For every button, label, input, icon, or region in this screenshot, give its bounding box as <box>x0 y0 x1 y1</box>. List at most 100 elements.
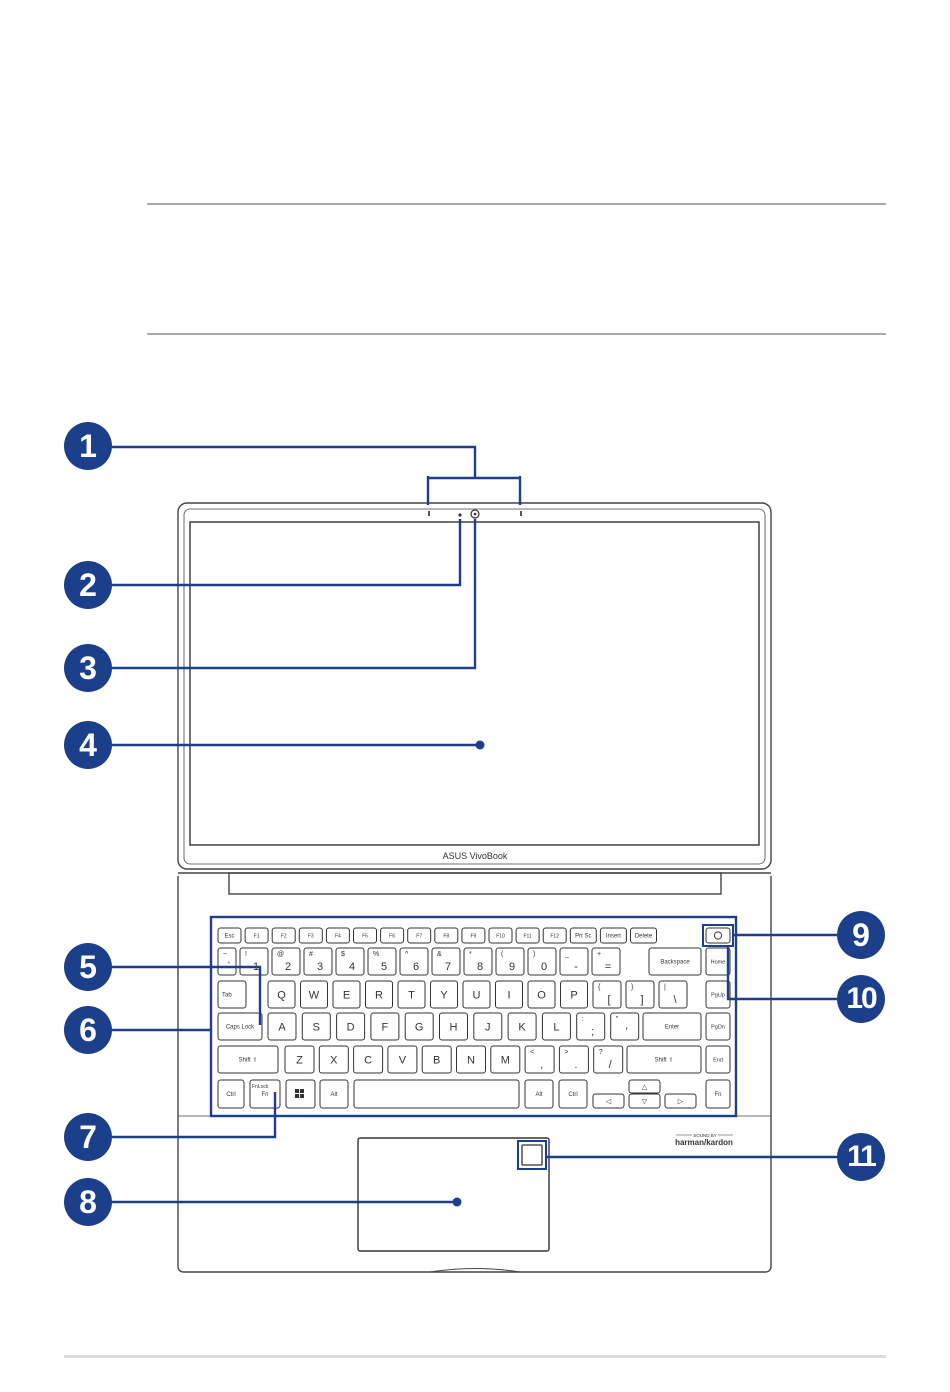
key-num-4-cap <box>335 947 365 976</box>
key-f9-label: F9 <box>470 933 476 939</box>
key-caps-lock-cap <box>217 1012 263 1041</box>
key-f1-label: F1 <box>254 933 260 939</box>
brand-screen: ASUS VivoBook <box>443 851 508 861</box>
key-o-label: O <box>537 989 546 1001</box>
key-num-7-bottom-label: 7 <box>445 961 451 973</box>
key-num-5-cap <box>367 947 397 976</box>
key-alt-right-label: Alt <box>535 1092 542 1098</box>
key-f1-cap <box>244 927 269 944</box>
key-f4: F4 <box>325 927 350 944</box>
rule-top <box>147 203 886 205</box>
key-num-2-bottom-label: 2 <box>285 961 291 973</box>
key-asym-1: "' <box>610 1012 640 1041</box>
key-n: N <box>456 1045 486 1074</box>
key-g-cap <box>404 1012 434 1041</box>
key-f-label: F <box>382 1021 389 1033</box>
key-ctrl-left-label: Ctrl <box>226 1092 235 1098</box>
key-e-cap <box>332 980 361 1009</box>
key-f12: F12 <box>542 927 567 944</box>
key-x-cap <box>318 1045 349 1074</box>
key-q-label: Q <box>277 989 286 1001</box>
key-f6-cap <box>380 927 405 944</box>
key-s: S <box>301 1012 331 1041</box>
windows-icon-pane-2 <box>295 1094 299 1098</box>
key-zsym-0-top-label: < <box>530 1049 534 1056</box>
key-f4-cap <box>325 927 350 944</box>
hinge <box>178 872 771 895</box>
key-fn-right: Fn <box>705 1079 731 1109</box>
key-qsym-2: |\ <box>658 980 688 1009</box>
key-r-label: R <box>375 989 383 1001</box>
key-qsym-0-top-label: { <box>598 984 601 991</box>
key-zsym-1-cap <box>558 1045 589 1074</box>
key-z-cap <box>284 1045 315 1074</box>
key-num-6-bottom-label: 6 <box>413 961 419 973</box>
key-num-11: _- <box>559 947 589 976</box>
key-qsym-2-cap <box>658 980 688 1009</box>
key-num-3-cap <box>303 947 333 976</box>
key-f6-label: F6 <box>389 933 395 939</box>
key-f11-cap <box>515 927 540 944</box>
key-l-cap <box>541 1012 571 1041</box>
callout-1: 1 <box>64 422 112 470</box>
key-i: I <box>495 980 523 1009</box>
leader-1 <box>112 445 477 478</box>
key-qsym-1-bottom-label: ] <box>640 994 643 1006</box>
key-f12-cap <box>542 927 567 944</box>
key-num-7-cap <box>431 947 461 976</box>
key-h: H <box>439 1012 468 1041</box>
key-h-label: H <box>450 1021 458 1033</box>
windows-icon-pane-0 <box>295 1089 299 1093</box>
key-shift-left-cap <box>217 1045 279 1074</box>
key-home-label: Home <box>711 959 726 965</box>
key-i-label: I <box>507 989 510 1001</box>
brand-audio: harman/kardon <box>675 1138 733 1147</box>
fingerprint-highlight <box>517 1140 547 1170</box>
key-num-6-cap <box>399 947 429 976</box>
key-f12-label: F12 <box>550 933 559 939</box>
key-f10-label: F10 <box>496 933 505 939</box>
key-num-2: @2 <box>271 947 301 976</box>
key-t-label: T <box>408 989 415 1001</box>
key-zsym-1-top-label: > <box>564 1049 568 1056</box>
key-j-cap <box>473 1012 503 1041</box>
key-num-9: (9 <box>495 947 525 976</box>
key-backspace-label: Backspace <box>660 960 690 966</box>
key-m: M <box>490 1045 521 1074</box>
key-num-8-top-label: * <box>469 951 472 958</box>
key-k: K <box>507 1012 537 1041</box>
key-f5-label: F5 <box>362 933 368 939</box>
callout-9: 9 <box>837 911 885 959</box>
key-num-11-top-label: _ <box>564 951 569 958</box>
power-icon <box>713 931 723 940</box>
leader-4-dot <box>475 740 485 750</box>
key-qsym-1: }] <box>625 980 655 1009</box>
key-num-11-cap <box>559 947 589 976</box>
key-a: A <box>267 1012 297 1041</box>
key-u-cap <box>462 980 491 1009</box>
key-insert-cap <box>599 927 627 944</box>
key-num-9-cap <box>495 947 525 976</box>
leader-7 <box>112 1092 277 1139</box>
key-f2: F2 <box>271 927 296 944</box>
key-r: R <box>365 980 393 1009</box>
key-alt-left-label: Alt <box>330 1092 337 1098</box>
key-zsym-1-bottom-label: . <box>574 1059 577 1071</box>
arrow-right: ▷ <box>664 1093 697 1109</box>
arrow-up-icon: △ <box>642 1083 648 1091</box>
windows-icon-pane-1 <box>300 1089 304 1093</box>
key-v-label: V <box>399 1054 407 1066</box>
key-d-cap <box>336 1012 366 1041</box>
key-f11: F11 <box>515 927 540 944</box>
key-qsym-0-bottom-label: [ <box>607 994 610 1006</box>
key-num-12: += <box>591 947 621 976</box>
key-s-label: S <box>313 1021 320 1033</box>
key-ctrl-right-cap <box>558 1079 588 1109</box>
key-num-8: *8 <box>463 947 493 976</box>
brand-audio-top: SOUND BY <box>693 1133 717 1138</box>
leader-1-bracket <box>426 476 522 505</box>
key-f8: F8 <box>434 927 459 944</box>
camera-indicator <box>458 513 462 517</box>
leader-lines <box>112 445 840 1204</box>
